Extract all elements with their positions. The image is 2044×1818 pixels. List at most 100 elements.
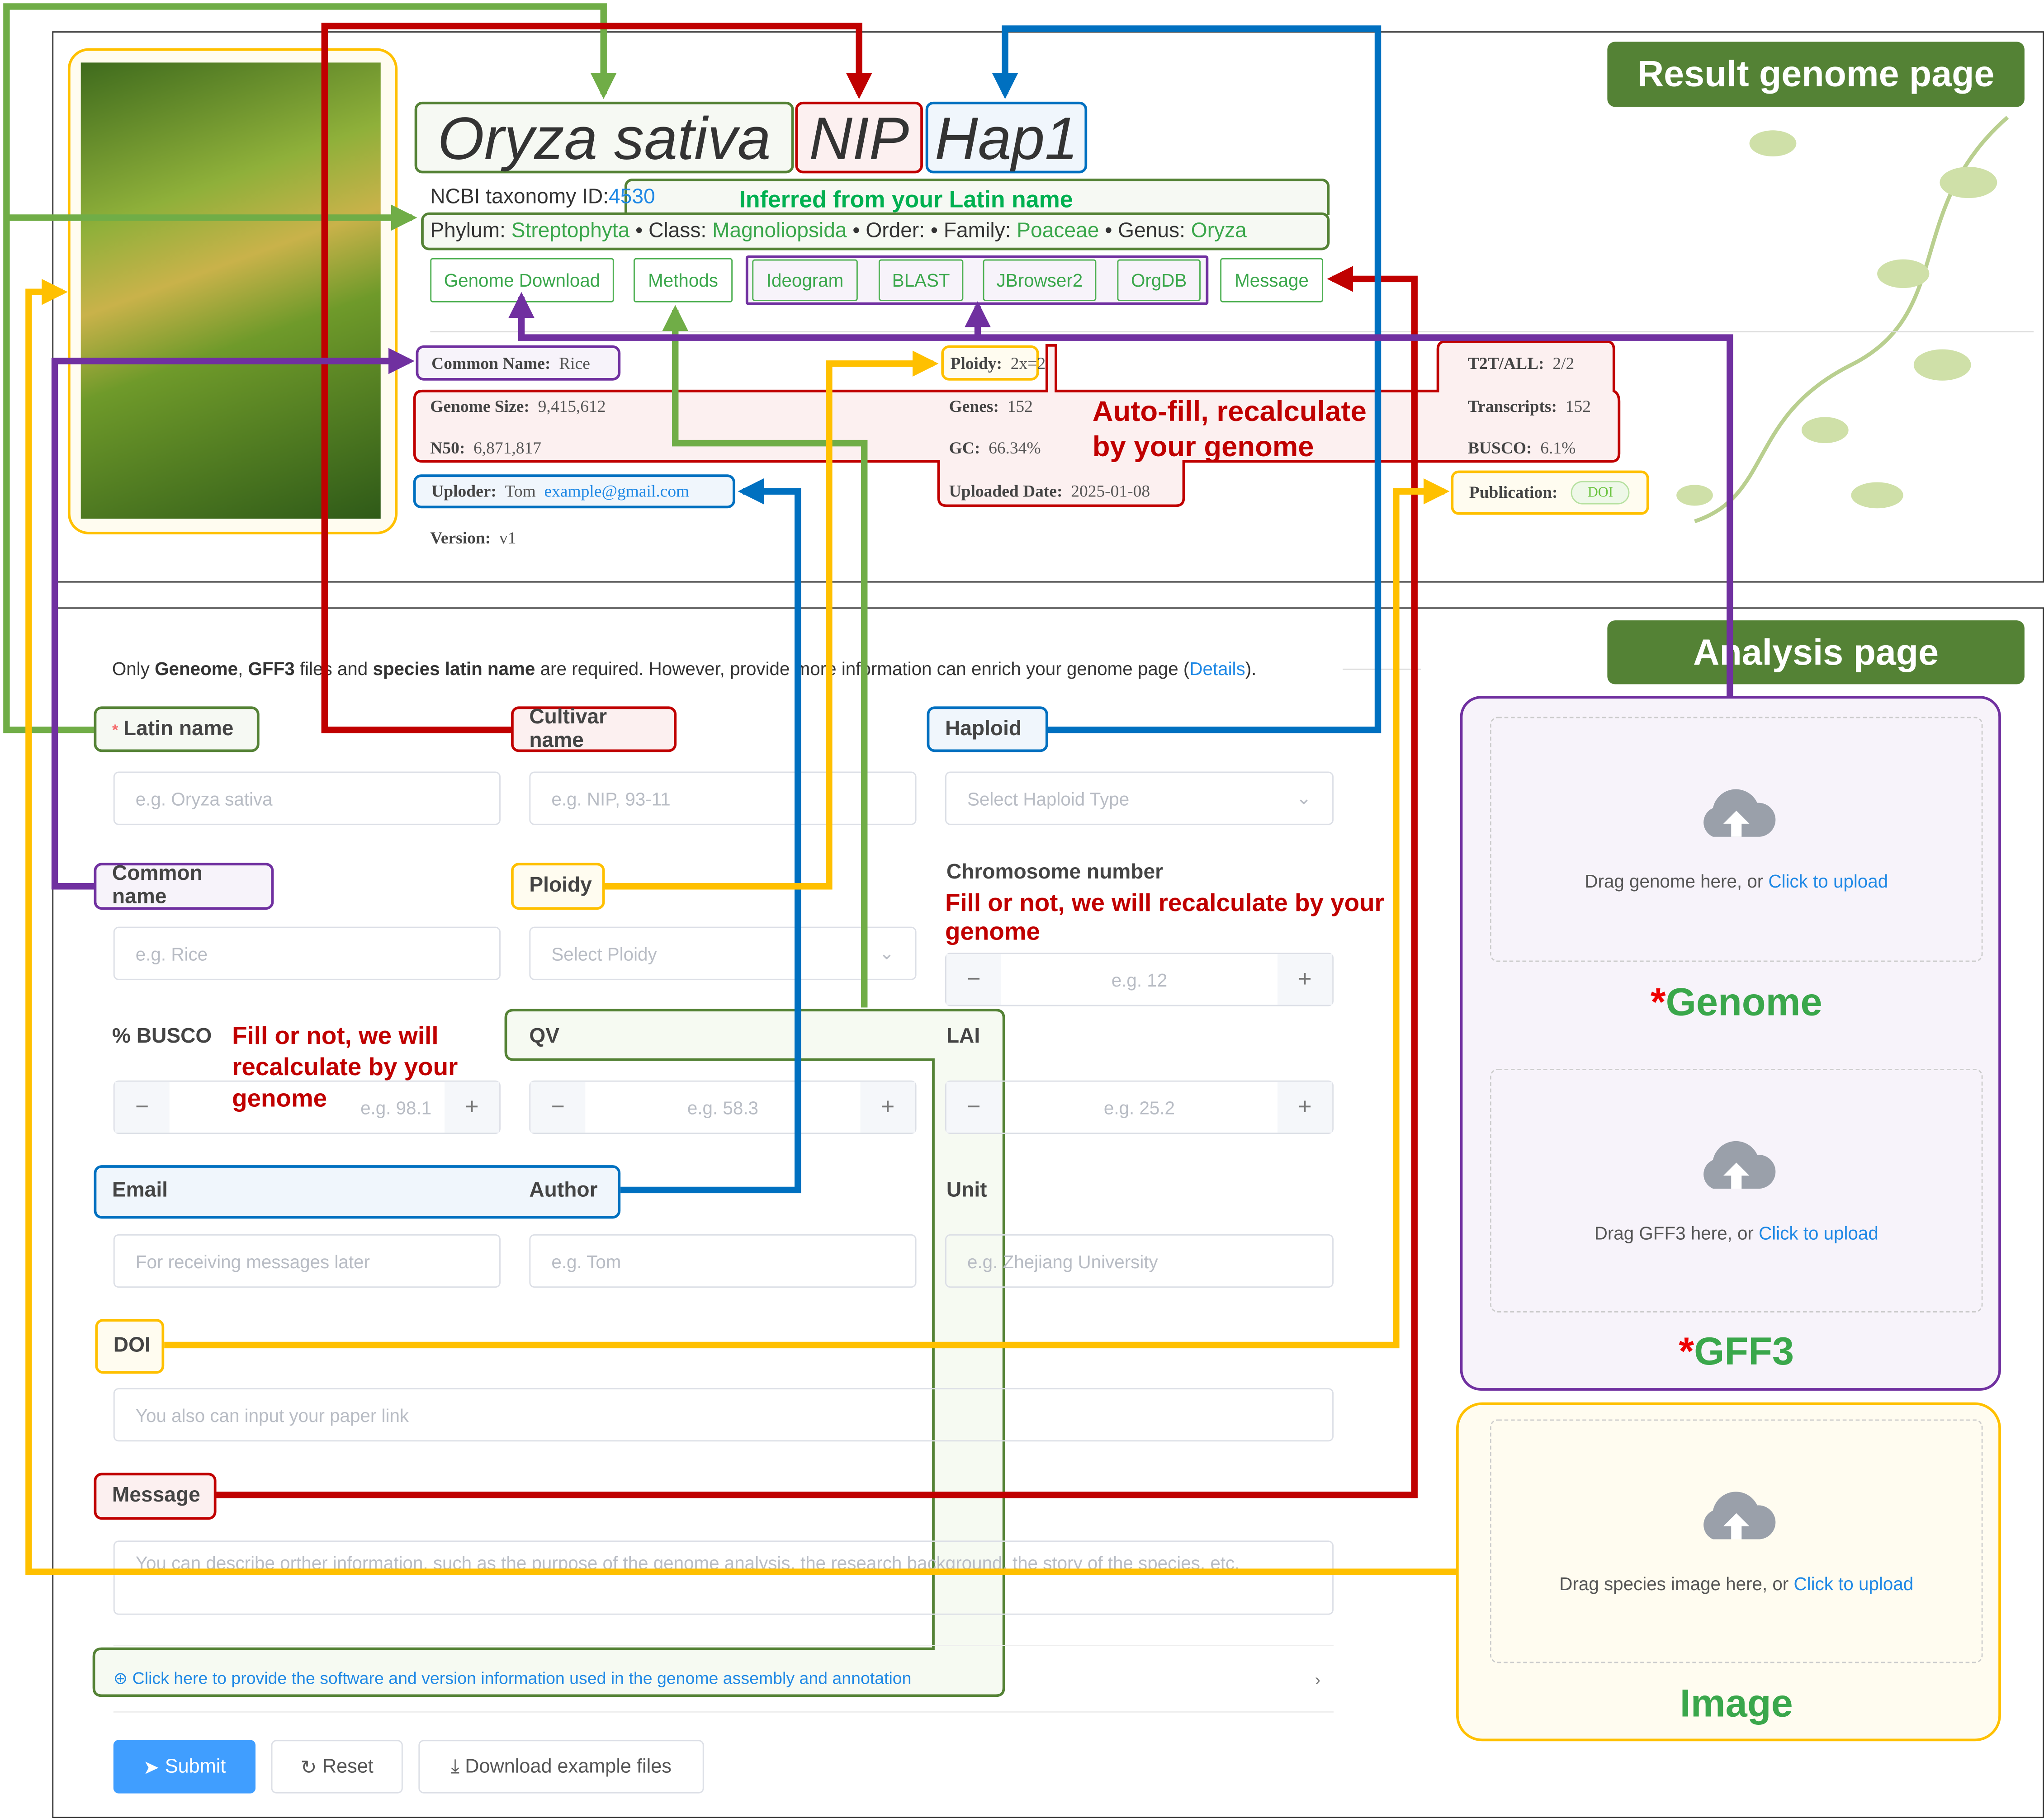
gc-label: GC: — [949, 438, 980, 458]
intro-t4: are required. However, provide more info… — [535, 658, 1190, 679]
genome-click-to-upload[interactable]: Click to upload — [1768, 870, 1888, 892]
n50-info: N50: 6,871,817 — [430, 438, 541, 459]
latin-name-input[interactable]: e.g. Oryza sativa — [113, 771, 501, 825]
n50-value: 6,871,817 — [473, 438, 541, 458]
cloud-upload-icon — [1703, 1140, 1776, 1188]
common-name-info: Common Name: Rice — [416, 345, 621, 381]
submit-button[interactable]: ➤ Submit — [113, 1740, 256, 1794]
common-name-label: Common Name: — [431, 352, 551, 373]
transcripts-info: Transcripts: 152 — [1468, 396, 1591, 417]
vine-decoration — [1676, 116, 2009, 524]
intro-text: Only Geneome, GFF3 files and species lat… — [112, 658, 1256, 679]
download-label: Download example files — [465, 1755, 672, 1778]
increment-button[interactable]: + — [1278, 954, 1333, 1005]
analysis-page-badge: Analysis page — [1607, 620, 2025, 685]
ploidy-info: Ploidy: 2x=2 — [941, 345, 1046, 381]
transcripts-label: Transcripts: — [1467, 396, 1557, 416]
reset-label: Reset — [322, 1755, 374, 1778]
ploidy-select-placeholder: Select Ploidy — [551, 943, 657, 964]
collapse-divider-bottom — [113, 1711, 1334, 1713]
genome-upload-text: Drag genome here, or — [1585, 870, 1769, 892]
reset-button[interactable]: ↻ Reset — [271, 1740, 403, 1794]
publication-info: Publication: DOI — [1451, 470, 1649, 515]
ploidy-select[interactable]: Select Ploidy⌄ — [529, 926, 917, 980]
email-input[interactable]: For receiving messages later — [113, 1234, 501, 1288]
intro-t3: files and — [294, 658, 373, 679]
decrement-button[interactable]: − — [946, 954, 1001, 1005]
increment-button[interactable]: + — [1278, 1081, 1333, 1133]
publication-label: Publication: — [1469, 482, 1558, 502]
latin-name-label: *Latin name — [94, 706, 260, 752]
cloud-upload-icon — [1703, 789, 1776, 837]
ploidy-value: 2x=2 — [1010, 352, 1046, 373]
send-icon: ➤ — [143, 1756, 165, 1779]
ploidy-label: Ploidy: — [950, 352, 1003, 373]
busco-info: BUSCO: 6.1% — [1468, 438, 1576, 459]
uploader-email-link[interactable]: example@gmail.com — [544, 481, 690, 501]
chromosome-number-label: Chromosome number — [946, 861, 1164, 884]
result-page-badge: Result genome page — [1607, 42, 2025, 107]
image-upload-dropzone[interactable]: Drag species image here, or Click to upl… — [1490, 1419, 1983, 1663]
author-input[interactable]: e.g. Tom — [529, 1234, 917, 1288]
genome-size-info: Genome Size: 9,415,612 — [430, 396, 606, 417]
haploid-select[interactable]: Select Haploid Type⌄ — [945, 771, 1334, 825]
chromosome-number-stepper[interactable]: −e.g. 12+ — [945, 953, 1334, 1006]
n50-label: N50: — [430, 438, 465, 458]
image-click-to-upload[interactable]: Click to upload — [1793, 1572, 1914, 1594]
order-family-label: • Order: • Family: — [852, 220, 1011, 243]
genome-size-value: 9,415,612 — [538, 396, 606, 416]
transcripts-value: 152 — [1565, 396, 1591, 416]
download-example-button[interactable]: ⤓ Download example files — [418, 1740, 704, 1794]
uploaded-date-info: Uploaded Date: 2025-01-08 — [949, 481, 1150, 502]
version-info: Version: v1 — [430, 528, 516, 548]
busco-label: BUSCO: — [1467, 438, 1532, 458]
unit-input[interactable]: e.g. Zhejiang University — [945, 1234, 1334, 1288]
author-label: Author — [529, 1179, 598, 1202]
software-info-collapse[interactable]: ⊕ Click here to provide the software and… — [114, 1666, 1334, 1692]
intro-t1: Only — [112, 658, 155, 679]
decrement-button[interactable]: − — [530, 1081, 586, 1133]
increment-button[interactable]: + — [860, 1081, 915, 1133]
uploader-label: Uploder: — [431, 481, 497, 501]
t2t-info: T2T/ALL: 2/2 — [1468, 353, 1574, 374]
ploidy-label: Ploidy — [511, 863, 605, 910]
t2t-label: T2T/ALL: — [1467, 353, 1544, 373]
lai-stepper[interactable]: − e.g. 25.2 + — [945, 1080, 1334, 1134]
cultivar-name-input[interactable]: e.g. NIP, 93-11 — [529, 771, 917, 825]
doi-input[interactable]: You also can input your paper link — [113, 1388, 1334, 1442]
doi-tag[interactable]: DOI — [1571, 481, 1630, 505]
intro-b2: GFF3 — [248, 658, 295, 679]
gff3-upload-title: *GFF3 — [1490, 1331, 1983, 1375]
gff3-upload-dropzone[interactable]: Drag GFF3 here, or Click to upload — [1490, 1068, 1983, 1313]
qv-stepper[interactable]: − e.g. 58.3 + — [529, 1080, 917, 1134]
uploaded-date-value: 2025-01-08 — [1071, 481, 1150, 501]
busco-recalc-note: Fill or not, we will recalculate by your… — [232, 1023, 458, 1113]
autofill-note-line2: by your genome — [1092, 430, 1314, 463]
busco-label: % BUSCO — [112, 1025, 212, 1048]
common-name-label: Common name — [94, 863, 274, 910]
refresh-icon: ↻ — [300, 1756, 322, 1779]
t2t-value: 2/2 — [1552, 353, 1575, 373]
gc-info: GC: 66.34% — [949, 438, 1041, 459]
genome-upload-dropzone[interactable]: Drag genome here, or Click to upload — [1490, 717, 1983, 962]
details-link[interactable]: Details — [1189, 658, 1245, 679]
decrement-button[interactable]: − — [946, 1081, 1001, 1133]
required-asterisk: * — [1650, 981, 1666, 1025]
message-textarea[interactable]: You can describe orther information, suc… — [113, 1540, 1334, 1615]
qv-placeholder: e.g. 58.3 — [687, 1096, 759, 1118]
image-upload-text: Drag species image here, or — [1559, 1572, 1794, 1594]
unit-label: Unit — [946, 1179, 987, 1202]
software-info-link[interactable]: Click here to provide the software and v… — [132, 1668, 912, 1688]
intro-b1: Geneome — [155, 658, 238, 679]
lai-label: LAI — [946, 1025, 980, 1048]
gff3-click-to-upload[interactable]: Click to upload — [1759, 1222, 1878, 1243]
collapse-divider-top — [113, 1644, 1334, 1646]
required-asterisk: * — [112, 720, 118, 739]
genes-info: Genes: 152 — [949, 396, 1033, 417]
common-name-input[interactable]: e.g. Rice — [113, 926, 501, 980]
lai-placeholder: e.g. 25.2 — [1103, 1096, 1175, 1118]
genome-upload-title: *Genome — [1490, 982, 1983, 1026]
email-label: Email — [112, 1179, 168, 1202]
decrement-button[interactable]: − — [114, 1081, 170, 1133]
